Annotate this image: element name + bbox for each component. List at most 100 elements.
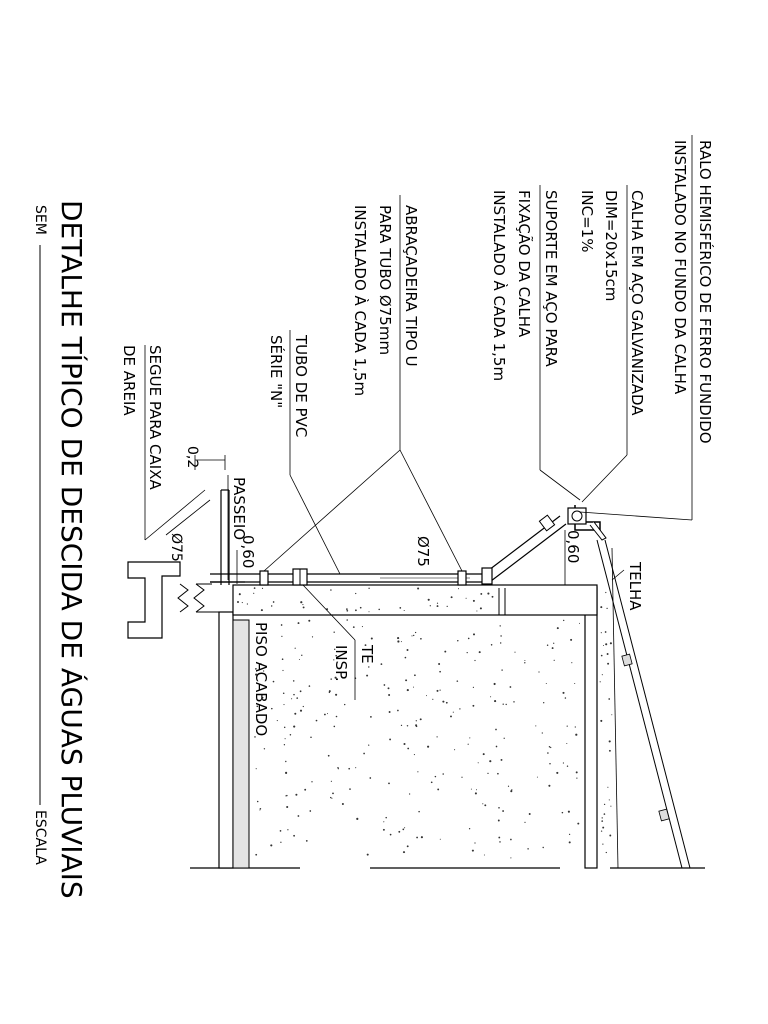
concrete-speckle [293,693,295,696]
concrete-speckle [566,742,568,745]
dimensions: 0,2 Ø75 0,60 Ø75 0,60 [165,446,582,585]
concrete-speckle [571,662,573,664]
concrete-speckle [547,752,549,754]
concrete-speckle [442,700,445,703]
concrete-speckle [474,842,476,844]
segue-leader [144,489,206,541]
concrete-speckle [380,663,383,665]
scale-suffix: ESCALA [32,810,48,865]
concrete-speckle [493,682,496,686]
concrete-speckle [482,753,485,756]
concrete-speckle [575,733,578,736]
concrete-speckle [564,697,567,699]
concrete-speckle [461,776,463,778]
calha-leader [581,454,628,503]
concrete-speckle [456,680,459,682]
concrete-speckle [479,607,482,610]
concrete-speckle [608,749,611,752]
concrete-speckle [368,587,370,589]
concrete-speckle [417,771,419,773]
concrete-speckle [346,619,348,621]
concrete-speckle [607,786,609,788]
concrete-speckle [566,765,569,767]
concrete-speckle [439,838,441,840]
concrete-speckle [436,736,438,738]
concrete-speckle [513,701,515,703]
concrete-speckle [302,705,304,708]
concrete-speckle [400,724,403,727]
pipe-joint [538,514,556,532]
concrete-speckle [364,644,367,647]
concrete-speckle [536,776,538,778]
concrete-speckle [509,686,512,688]
concrete-speckle [459,708,461,710]
concrete-speckle [432,698,434,700]
concrete-speckle [442,773,444,775]
concrete-speckle [335,693,338,696]
concrete-speckle [406,689,409,692]
concrete-speckle [415,720,417,722]
concrete-speckle [487,592,490,595]
concrete-speckle [502,703,504,705]
concrete-speckle [450,715,452,718]
concrete-speckle [293,834,295,837]
concrete-speckle [348,767,351,770]
concrete-speckle [352,626,355,628]
roof-clip [621,653,633,667]
concrete-speckle [427,745,430,748]
concrete-speckle [439,689,441,691]
concrete-speckle [494,700,497,703]
concrete-speckle [490,644,493,646]
right-wall [584,586,598,869]
suporte-label-line1: SUPORTE EM AÇO PARA [542,190,560,367]
concrete-speckle [482,803,484,805]
concrete-speckle [311,636,314,638]
concrete-speckle [270,605,273,607]
concrete-speckle [578,622,581,624]
concrete-speckle [309,810,312,812]
dim-02-text: 0,2 [184,446,200,468]
concrete-speckle [608,698,611,700]
concrete-speckle [420,836,423,839]
concrete-speckle [330,780,332,782]
concrete-speckle [610,805,612,807]
concrete-speckle [551,647,554,650]
concrete-speckle [276,720,278,722]
roof-line-3 [611,547,619,869]
concrete-speckle [527,848,529,850]
concrete-speckle [330,796,332,799]
concrete-speckle [406,845,409,848]
abracadeira-label-line2: PARA TUBO Ø75mm [376,205,394,355]
concrete-speckle [296,697,299,699]
ralo-label-line2: INSTALADO NO FUNDO DA CALHA [671,140,689,395]
concrete-speckle [255,768,257,770]
diagonal-pipe-2 [490,523,567,582]
concrete-speckle [467,637,470,640]
concrete-speckle [524,659,526,662]
concrete-speckle [368,744,370,746]
concrete-speckle [570,638,573,641]
concrete-speckle [356,817,359,820]
concrete-speckle [359,606,362,609]
concrete-speckle [567,810,570,813]
concrete-speckle [465,597,467,599]
roof-tile [596,539,691,869]
calha-label-line3: INC=1% [578,190,596,252]
tubo-label-line1: TUBO DE PVC [292,334,310,437]
ralo-leader [579,511,693,521]
concrete-speckle [495,745,498,748]
concrete-speckle [500,642,502,644]
concrete-speckle [450,596,453,599]
concrete-speckle [609,642,612,645]
concrete-speckle [437,788,440,791]
concrete-speckle [246,603,249,605]
concrete-speckle [497,819,500,822]
concrete-speckle [337,768,339,770]
hemispheric-drain-icon [571,510,583,522]
leader-lines [144,135,693,700]
concrete-speckle [383,821,385,823]
concrete-speckle [425,695,428,697]
concrete-speckle [407,747,410,750]
concrete-speckle [363,752,365,755]
concrete-speckle [602,843,604,845]
